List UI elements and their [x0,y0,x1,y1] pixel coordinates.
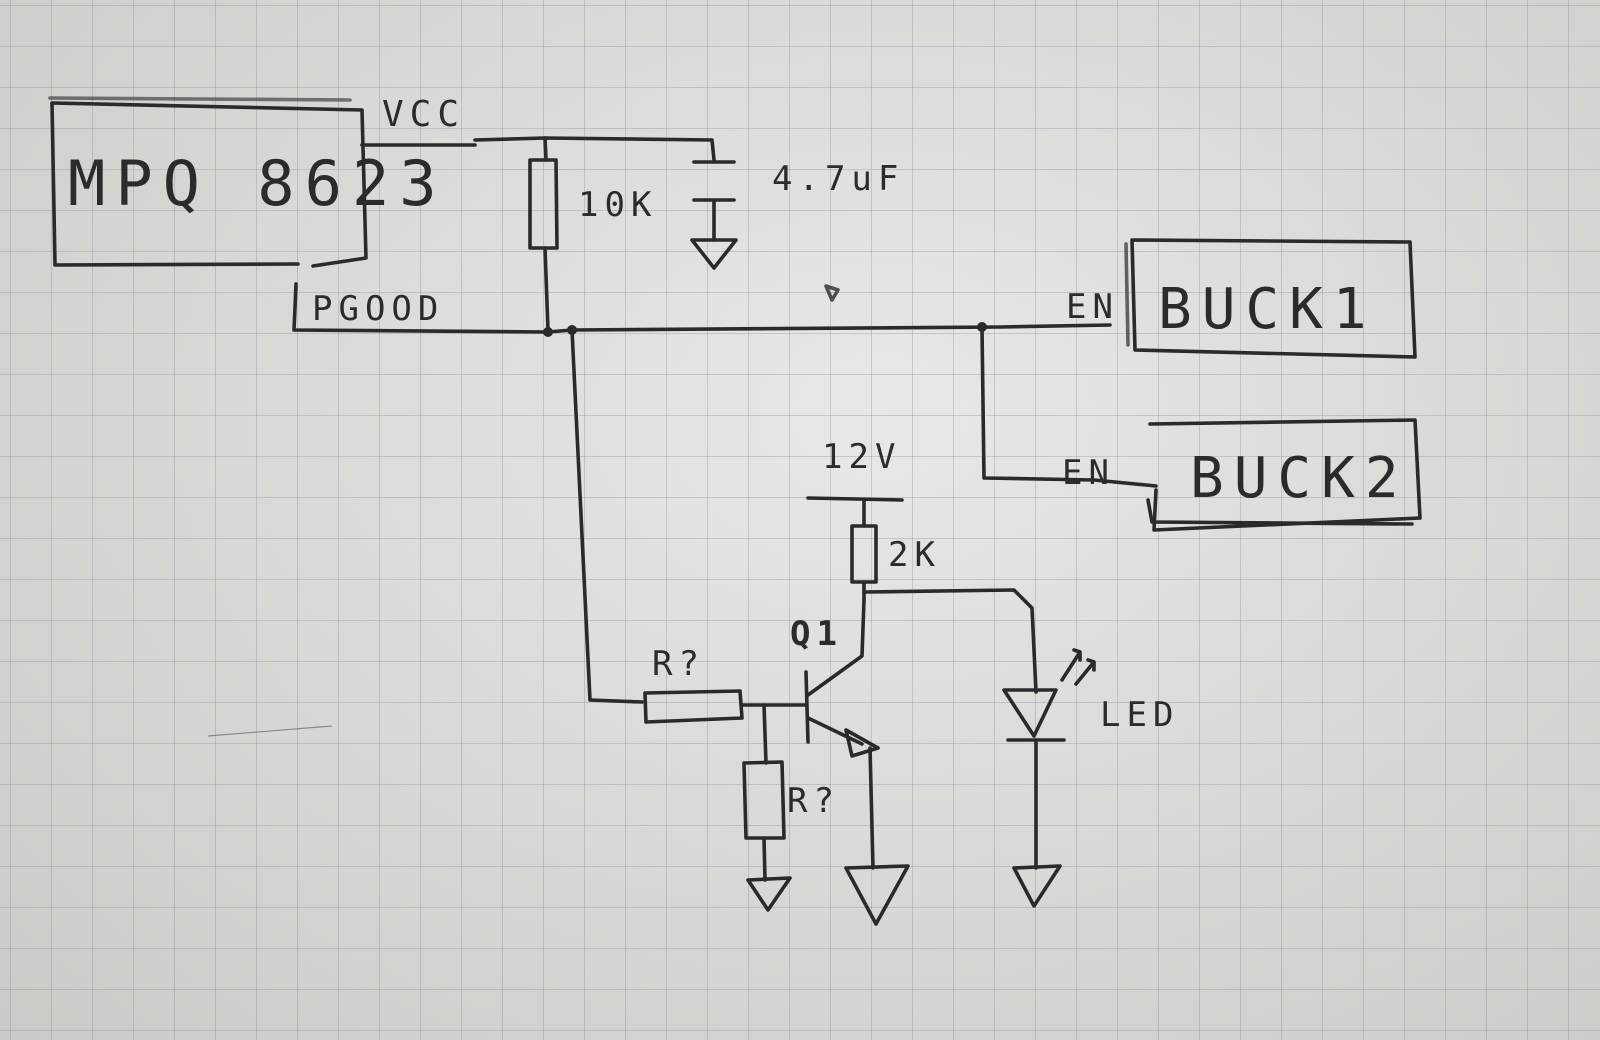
buck1-label: BUCK1 [1158,277,1377,342]
ic-label: MPQ 8623 [68,147,447,220]
led-branch: LED [862,588,1179,908]
buck2-label: BUCK2 [1190,446,1409,511]
vcc-label: VCC [382,94,465,135]
buck1-en-label: EN [1066,287,1119,327]
capacitor-4u7: 4.7uF [690,159,904,270]
buck2-branch: EN BUCK2 [980,325,1422,532]
resistor-2k-label: 2K [888,535,941,575]
transistor-label: Q1 [790,614,843,654]
buck2-en-label: EN [1062,453,1115,493]
resistor-pulldown-label: R? [787,781,840,821]
capacitor-label: 4.7uF [772,159,904,199]
resistor-base-label: R? [652,644,705,684]
pgood-net: PGOOD [292,282,1112,337]
buck1-block: EN BUCK1 [1066,238,1417,359]
collector-supply: 12V 2K [806,437,941,602]
led-label: LED [1100,695,1179,735]
resistor-base: R? [643,644,807,724]
pgood-label: PGOOD [312,289,444,329]
supply-label: 12V [822,437,901,477]
resistor-10k-label: 10K [578,185,657,225]
transistor-q1: Q1 [790,598,910,926]
vcc-net: VCC [360,94,716,162]
resistor-10k: 10K [528,158,657,332]
base-drive-wire [570,328,644,704]
resistor-pulldown: R? [742,703,840,912]
ic-mpq8623: MPQ 8623 [48,96,447,268]
stray-pencil-mark [207,725,333,737]
